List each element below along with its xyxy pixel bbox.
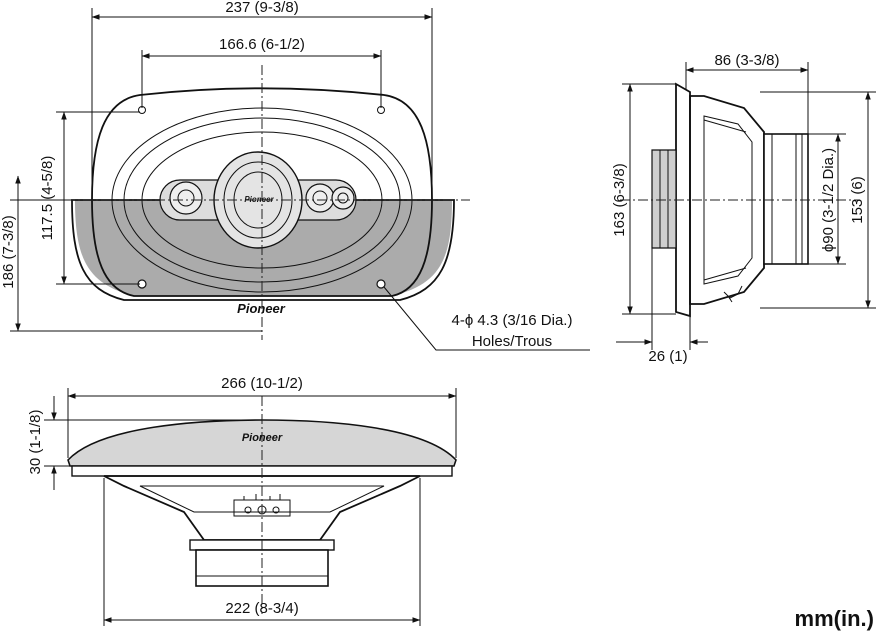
dim-flange-depth: 26 (1): [648, 348, 687, 365]
side-basket-inner: [703, 115, 753, 285]
bottom-view: Pioneer: [67, 396, 457, 614]
front-grille-tray: [71, 199, 455, 301]
hole-callout-line1: 4-ϕ 4.3 (3/16 Dia.): [452, 312, 573, 329]
front-grille-logo: Pioneer: [237, 301, 286, 316]
side-grille: [651, 149, 677, 249]
side-magnet: [763, 133, 809, 265]
dim-width-holes: 166.6 (6-1/2): [219, 36, 305, 53]
dim-magnet-dia: ϕ90 (3-1/2 Dia.): [820, 148, 837, 252]
front-view-dimensions: 237 (9-3/8) 166.6 (6-1/2) 117.5 (4-5/8) …: [0, 0, 590, 351]
hole-callout-line2: Holes/Trous: [472, 333, 552, 350]
dim-height-holes: 117.5 (4-5/8): [39, 156, 56, 241]
bottom-grille: [67, 419, 457, 467]
front-tweeter-far-right-inner: [337, 192, 349, 204]
dim-width-grille: 266 (10-1/2): [221, 375, 303, 392]
dim-width-basket: 222 (8-3/4): [225, 600, 298, 617]
dim-depth-mount: 86 (3-3/8): [714, 52, 779, 69]
dim-height-outer: 186 (7-3/8): [0, 215, 17, 288]
dim-width-outer: 237 (9-3/8): [225, 0, 298, 16]
bottom-view-dimensions: 266 (10-1/2) 30 (1-1/8) 222 (8-3/4): [27, 375, 457, 626]
hole-callout-leader: [383, 286, 590, 351]
front-tweeter-far-right: [331, 186, 355, 210]
side-view-dimensions: 86 (3-3/8) 163 (6-3/8) ϕ90 (3-1/2 Dia.) …: [611, 52, 876, 365]
side-view: [620, 82, 860, 318]
front-tweeter-left: [169, 181, 203, 215]
dim-height-frame: 163 (6-3/8): [611, 163, 628, 236]
front-tweeter-left-inner: [177, 189, 195, 207]
dim-height-grille: 30 (1-1/8): [27, 409, 44, 474]
front-view: Pioneer Pioneer: [65, 65, 470, 340]
side-terminal: [723, 285, 743, 303]
bottom-terminal: [233, 494, 291, 517]
front-tweeter-right-inner: [312, 190, 328, 206]
dim-height-cutout: 153 (6): [849, 176, 866, 224]
bottom-basket-inner: [139, 485, 385, 513]
side-basket: [689, 95, 765, 305]
units-label: mm(in.): [795, 606, 874, 631]
front-tweeter-right: [305, 183, 335, 213]
front-hole-bottom-right: [376, 279, 386, 289]
